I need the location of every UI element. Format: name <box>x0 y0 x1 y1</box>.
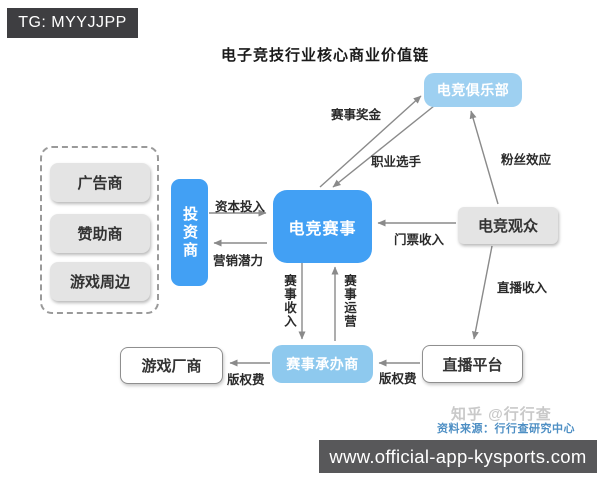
node-advertiser: 广告商 <box>50 163 150 202</box>
edge-pro-players <box>332 105 435 188</box>
edge-fan-effect <box>469 110 499 205</box>
label-streaming-income: 直播收入 <box>497 281 548 295</box>
node-investor: 投资商 <box>171 179 208 286</box>
label-copyright-fee-left: 版权费 <box>227 373 265 387</box>
label-ticket-income: 门票收入 <box>394 233 445 247</box>
node-esports-audience: 电竞观众 <box>458 207 558 244</box>
node-sponsor: 赞助商 <box>50 214 150 253</box>
label-copyright-fee-right: 版权费 <box>379 372 417 386</box>
zhihu-watermark: 知乎 @行行查 <box>451 406 552 423</box>
commercial-partners-group <box>40 146 159 314</box>
edge-streaming-income <box>471 245 493 340</box>
node-game-developer: 游戏厂商 <box>120 347 223 384</box>
label-capital-investment: 资本投入 <box>215 200 266 214</box>
label-pro-players: 职业选手 <box>371 155 422 169</box>
node-event-organizer: 赛事承办商 <box>272 345 373 383</box>
node-esports-event: 电竞赛事 <box>273 190 372 263</box>
label-fan-effect: 粉丝效应 <box>501 153 552 167</box>
node-esports-club: 电竞俱乐部 <box>424 73 522 107</box>
diagram-title: 电子竞技行业核心商业价值链 <box>220 47 429 64</box>
tg-contact-badge: TG: MYYJJPP <box>7 8 138 38</box>
edge-prize-money <box>319 95 422 188</box>
label-prize-money: 赛事奖金 <box>331 108 382 122</box>
label-marketing-potential: 营销潜力 <box>213 254 264 268</box>
node-game-merch: 游戏周边 <box>50 262 150 301</box>
website-url-bar: www.official-app-kysports.com <box>319 440 597 473</box>
data-source-note: 资料来源：行行查研究中心 <box>437 423 575 435</box>
node-streaming-platform: 直播平台 <box>422 345 523 383</box>
label-event-operation: 赛事运营 <box>342 274 356 328</box>
label-event-income: 赛事收入 <box>282 274 296 328</box>
